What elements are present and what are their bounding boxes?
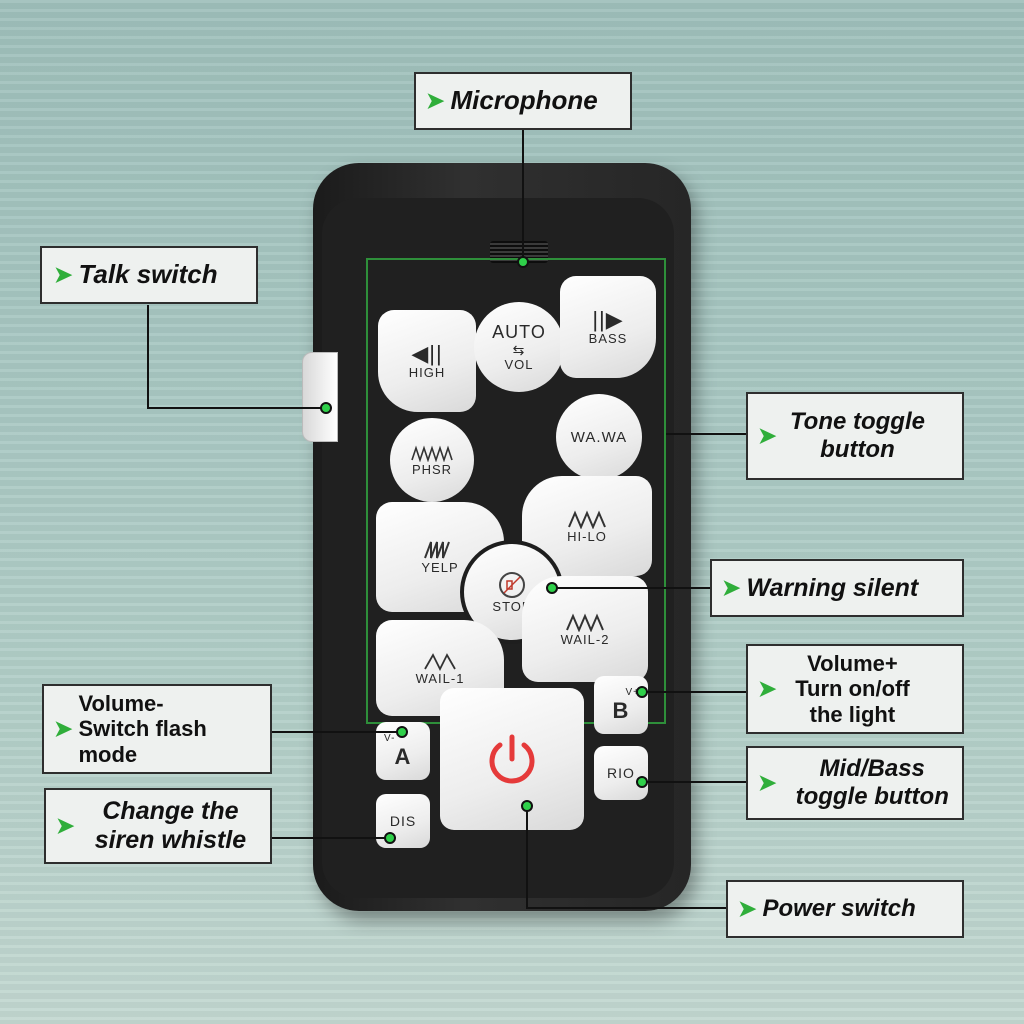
rio-label: RIO	[607, 765, 635, 781]
wail2-wave-icon	[566, 612, 604, 632]
hilo-wave-icon	[568, 509, 606, 529]
green-arrow-icon: ➤	[758, 676, 777, 701]
rio-button[interactable]: RIO	[594, 746, 648, 800]
high-button[interactable]: ◀|| HIGH	[378, 310, 476, 412]
yelp-wave-icon	[424, 541, 450, 558]
label-change-siren: ➤ Change the siren whistle	[44, 788, 272, 864]
label-power-switch-text: Power switch	[762, 895, 916, 923]
microphone-grille	[490, 241, 548, 263]
phsr-label: PHSR	[411, 461, 453, 477]
green-arrow-icon: ➤	[54, 716, 73, 741]
wail2-label: WAIL-2	[560, 631, 610, 647]
a-button-dot	[396, 726, 408, 738]
auto-label: AUTO	[492, 322, 546, 342]
label-talk-switch-text: Talk switch	[78, 259, 218, 290]
b-button-dot	[636, 686, 648, 698]
green-arrow-icon: ➤	[758, 423, 777, 448]
bass-button[interactable]: ||▶ BASS	[560, 276, 656, 378]
label-tone-toggle-text: Tone toggle button	[789, 408, 925, 463]
b-button[interactable]: V+ B	[594, 676, 648, 734]
wawa-label: WA.WA	[570, 428, 628, 446]
wail1-wave-icon	[424, 652, 456, 671]
dis-button[interactable]: DIS	[376, 794, 430, 848]
label-mid-bass: ➤ Mid/Bass toggle button	[746, 746, 964, 820]
bass-label: BASS	[588, 330, 628, 346]
label-tone-toggle: ➤ Tone toggle button	[746, 392, 964, 480]
power-icon	[489, 734, 535, 784]
label-talk-switch: ➤ Talk switch	[40, 246, 258, 304]
wail2-button[interactable]: WAIL-2	[522, 576, 648, 682]
stop-label: STOP	[492, 598, 532, 614]
green-arrow-icon: ➤	[56, 813, 75, 838]
talk-switch-dot	[320, 402, 332, 414]
cycle-icon: ⇆	[512, 342, 526, 358]
a-big-label: A	[394, 743, 412, 769]
hilo-label: HI-LO	[567, 528, 607, 544]
high-label: HIGH	[408, 364, 446, 380]
b-big-label: B	[612, 697, 630, 723]
phaser-wave-icon	[411, 444, 453, 462]
label-change-siren-text: Change the siren whistle	[94, 797, 247, 854]
b-small-label: V+	[625, 686, 640, 698]
auto-vol-button[interactable]: AUTO ⇆ VOL	[474, 302, 564, 392]
label-microphone-text: Microphone	[450, 85, 598, 116]
wawa-button[interactable]: WA.WA	[556, 394, 642, 480]
green-arrow-icon: ➤	[758, 770, 777, 795]
yelp-label: YELP	[421, 559, 459, 575]
dis-label: DIS	[389, 813, 417, 829]
dis-button-dot	[384, 832, 396, 844]
power-button[interactable]	[440, 688, 584, 830]
wail1-label: WAIL-1	[415, 670, 465, 686]
green-arrow-icon: ➤	[722, 575, 741, 600]
green-arrow-icon: ➤	[426, 88, 445, 113]
green-arrow-icon: ➤	[738, 896, 757, 921]
label-power-switch: ➤ Power switch	[726, 880, 964, 938]
speaker-icon: ◀||	[411, 340, 443, 366]
power-dot	[521, 800, 533, 812]
stop-dot	[546, 582, 558, 594]
rio-button-dot	[636, 776, 648, 788]
label-volume-minus-text: Volume- Switch flash mode	[78, 691, 207, 767]
label-warning-silent: ➤ Warning silent	[710, 559, 964, 617]
label-volume-plus: ➤ Volume+ Turn on/off the light	[746, 644, 964, 734]
speaker-icon: ||▶	[592, 306, 624, 332]
talk-switch-button[interactable]	[302, 352, 338, 442]
label-mid-bass-text: Mid/Bass toggle button	[795, 755, 949, 810]
a-small-label: V-	[384, 732, 396, 744]
label-volume-plus-text: Volume+ Turn on/off the light	[795, 651, 910, 727]
label-microphone: ➤ Microphone	[414, 72, 632, 130]
microphone-dot	[517, 256, 529, 268]
label-warning-silent-text: Warning silent	[746, 573, 919, 602]
mute-icon	[499, 571, 525, 598]
green-arrow-icon: ➤	[54, 262, 73, 287]
phsr-button[interactable]: PHSR	[390, 418, 474, 502]
vol-label: VOL	[504, 357, 534, 372]
label-volume-minus: ➤ Volume- Switch flash mode	[42, 684, 272, 774]
